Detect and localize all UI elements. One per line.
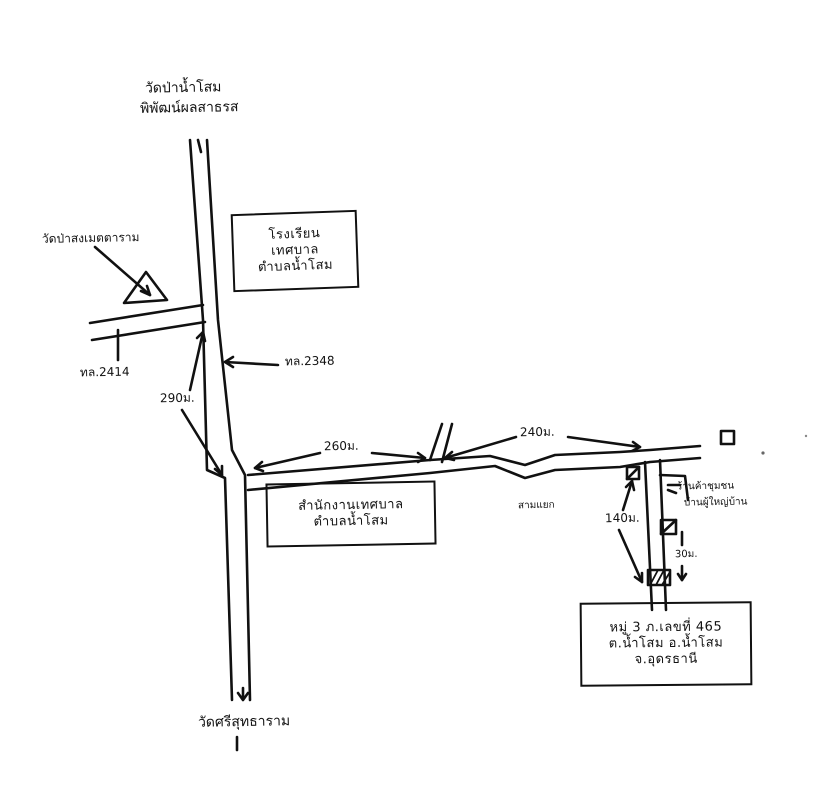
arrow-260-left xyxy=(253,451,322,470)
road-2414-label: ทล.2414 xyxy=(79,364,130,380)
destination-box: หมู่ 3 ภ.เลขที่ 465 ต.น้ำโสม อ.น้ำโสม จ.… xyxy=(579,601,753,687)
arrow-240-right xyxy=(566,435,642,449)
arrow-140-down-head xyxy=(633,571,644,584)
landmark-square-mid xyxy=(625,465,641,481)
arrow-290-down xyxy=(180,408,224,477)
landmark-square-top xyxy=(719,429,736,446)
spur-road-right xyxy=(440,422,454,464)
soi-branch-2 xyxy=(666,488,678,495)
temple-pointer xyxy=(93,245,152,297)
road-2348-left-edge xyxy=(188,138,234,702)
arrow-290-down-head xyxy=(213,464,224,477)
road-2348-label: ทล.2348 xyxy=(284,353,335,369)
office-line-2: ตำบลน้ำโสม xyxy=(313,513,389,530)
soi-left-edge xyxy=(643,460,654,612)
arrow-240-left xyxy=(443,435,518,460)
road-east-top-edge xyxy=(246,444,702,477)
pointer-2348 xyxy=(223,360,280,367)
arrow-290-up-head xyxy=(195,330,207,343)
school-box: โรงเรียน เทศบาล ตำบลน้ำโสม xyxy=(230,209,360,293)
temple-pointer-head xyxy=(139,284,152,297)
arrow-240-right-head xyxy=(630,440,642,453)
destination-house-hatch xyxy=(649,569,671,586)
arrow-140-up-head xyxy=(624,479,636,492)
pointer-2348-head xyxy=(223,355,235,369)
road-2348-right-edge xyxy=(205,138,252,702)
shop-label-line2: บ้านผู้ใหญ่บ้าน xyxy=(683,496,748,509)
arrow-140-down xyxy=(617,528,644,584)
temple-triangle xyxy=(122,270,169,305)
temple-top-label-line1: วัดป่าน้ำโสม xyxy=(144,79,222,97)
stray-dot-2 xyxy=(804,434,808,438)
shop-label-line1: ร้านค้าชุมชน xyxy=(676,480,735,493)
arrow-240-left-head xyxy=(443,450,456,462)
shop-square-diag xyxy=(659,518,678,536)
office-line-1: สำนักงานเทศบาล xyxy=(298,496,404,514)
distance-140-label: 140ม. xyxy=(604,510,640,526)
distance-290-label: 290ม. xyxy=(159,390,195,406)
school-line-2: เทศบาล xyxy=(270,242,320,259)
destination-house xyxy=(646,568,672,587)
road-2414-bottom-edge xyxy=(90,320,207,342)
shop-square xyxy=(659,518,678,536)
junction-label: สามแยก xyxy=(517,499,555,512)
landmark-square-mid-diag xyxy=(625,465,641,481)
arrow-260-right-head xyxy=(416,451,427,464)
road-top-tick xyxy=(196,138,203,154)
destination-line-1: หมู่ 3 ภ.เลขที่ 465 xyxy=(609,619,723,636)
temple-top-label-line2: พิพัฒน์ผลสาธรส xyxy=(139,99,239,117)
arrow-140-up xyxy=(621,479,634,512)
distance-30-label: 30ม. xyxy=(674,548,698,561)
spur-road-left xyxy=(428,422,444,462)
soi-branch xyxy=(658,473,690,502)
arrow-260-right xyxy=(370,451,427,460)
destination-line-3: จ.อุดรธานี xyxy=(634,651,698,668)
distance-240-label: 240ม. xyxy=(519,424,555,440)
destination-line-2: ต.น้ำโสม อ.น้ำโสม xyxy=(608,635,724,652)
road-bottom-arrow xyxy=(236,686,250,702)
stray-dot-1 xyxy=(761,451,765,455)
road-2414-top-edge xyxy=(88,303,205,325)
temple-bottom-label: วัดศรีสุทธาราม xyxy=(197,713,291,731)
arrow-290-up xyxy=(188,330,205,392)
school-line-1: โรงเรียน xyxy=(268,225,321,243)
arrow-260-left-head xyxy=(253,460,265,473)
school-line-3: ตำบลน้ำโสม xyxy=(257,257,334,276)
distance-260-label: 260ม. xyxy=(323,438,359,454)
arrow-30-down-head xyxy=(676,572,688,582)
temple-left-label: วัดป่าสงเมตตาราม xyxy=(41,230,140,246)
office-box: สำนักงานเทศบาล ตำบลน้ำโสม xyxy=(265,480,437,548)
